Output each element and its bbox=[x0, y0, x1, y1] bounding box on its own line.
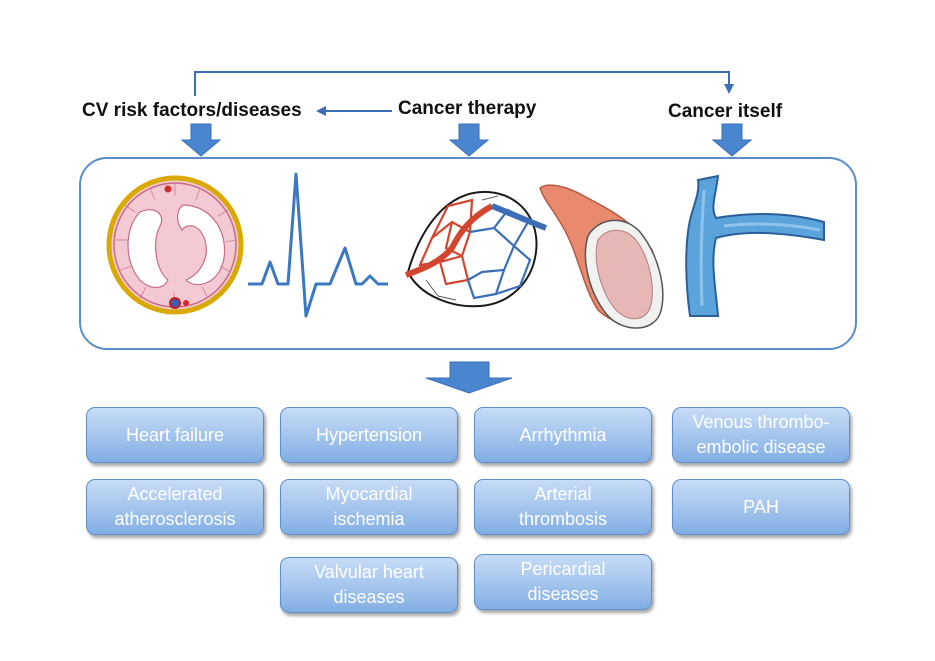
block-arrow-outcomes bbox=[425, 361, 513, 394]
outcome-heart-failure: Heart failure bbox=[86, 407, 264, 463]
outcome-hypertension: Hypertension bbox=[280, 407, 458, 463]
outcome-pah: PAH bbox=[672, 479, 850, 535]
outcome-arterial-thrombosis: Arterial thrombosis bbox=[474, 479, 652, 535]
outcome-myocardial-ischemia: Myocardial ischemia bbox=[280, 479, 458, 535]
ecg-trace-icon bbox=[248, 172, 388, 318]
block-arrow-cancer bbox=[711, 123, 753, 157]
block-arrow-therapy bbox=[448, 123, 490, 157]
outcome-accelerated-atherosclerosis: Accelerated atherosclerosis bbox=[86, 479, 264, 535]
cancer-itself-label: Cancer itself bbox=[668, 101, 783, 122]
artery-segment-icon bbox=[539, 184, 664, 329]
outcome-venous-thromboembolic-disease: Venous thrombo- embolic disease bbox=[672, 407, 850, 463]
heart-cross-section-icon bbox=[106, 175, 244, 315]
outcome-valvular-heart-diseases: Valvular heart diseases bbox=[280, 557, 458, 613]
vein-branch-icon bbox=[685, 174, 825, 317]
cv-risk-label: CV risk factors/diseases bbox=[82, 100, 302, 121]
block-arrow-cv bbox=[180, 123, 222, 157]
cancer-therapy-label: Cancer therapy bbox=[398, 98, 537, 119]
outcome-pericardial-diseases: Pericardial diseases bbox=[474, 554, 652, 610]
capillary-network-icon bbox=[404, 190, 548, 308]
bracket-arrow bbox=[194, 71, 734, 96]
outcome-arrhythmia: Arrhythmia bbox=[474, 407, 652, 463]
